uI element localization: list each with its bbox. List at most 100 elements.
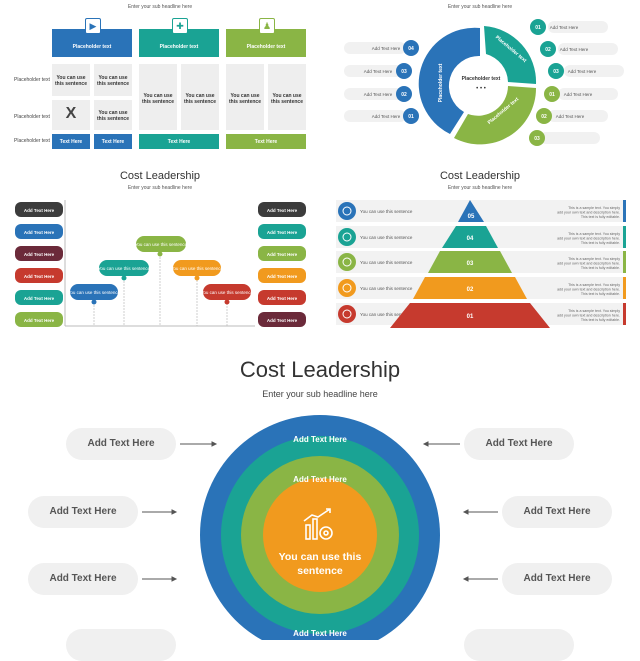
right-pill-text: Add Text Here <box>267 252 298 257</box>
signpost-icon: ✚ <box>172 18 188 34</box>
level-label: 01 <box>467 314 474 320</box>
right-item-text: Add Text Here <box>556 114 585 119</box>
footer-text: Text Here <box>167 139 191 145</box>
footer-bar: Text Here <box>52 134 90 149</box>
center-circle <box>457 59 505 107</box>
left-pill <box>15 290 63 305</box>
left-item-text: Add Text Here <box>364 69 393 74</box>
right-item-row <box>548 21 608 33</box>
level-label: 04 <box>467 236 474 242</box>
left-item-row <box>344 110 406 122</box>
left-item-text: Add Text Here <box>364 92 393 97</box>
left-pill-text: Add Text Here <box>24 274 55 279</box>
slide-4-title: Cost Leadership <box>439 170 521 182</box>
row-icon-glyph <box>342 309 352 319</box>
right-pill <box>258 246 306 261</box>
slide-4: Cost Leadership Enter your sub headline … <box>320 160 640 335</box>
right-pill-text: Add Text Here <box>267 274 298 279</box>
slide-3: Cost Leadership Enter your sub headline … <box>0 160 320 335</box>
row-icon <box>338 305 356 323</box>
badge-label: 03 <box>553 69 559 75</box>
megaphone-icon: ▶ <box>85 18 101 34</box>
ring-bottom-label: Add Text Here <box>293 629 347 638</box>
right-item-text: Add Text Here <box>485 438 553 449</box>
right-item-pill: Add Text Here <box>502 563 612 595</box>
bubble-text: You can use this sentence <box>201 290 254 295</box>
row-icon-glyph <box>342 257 352 267</box>
right-item-row <box>540 132 600 144</box>
column-2-header: ✚ Placeholder text <box>139 18 219 57</box>
left-pill-text: Add Text Here <box>24 208 55 213</box>
left-pill-text: Add Text Here <box>24 318 55 323</box>
row-icon <box>338 279 356 297</box>
left-item-row <box>344 65 406 77</box>
row-icon-glyph <box>342 232 352 242</box>
row-icon-glyph <box>342 283 352 293</box>
row-icon <box>338 253 356 271</box>
right-item-text: Add Text Here <box>550 25 579 30</box>
right-item-pill: Add Text Here <box>464 428 574 460</box>
segment-blue <box>418 27 480 135</box>
slide-2-subtitle: Enter your sub headline here <box>447 4 513 10</box>
cell: You can use this sentence <box>268 64 306 130</box>
badge-label: 04 <box>408 46 414 52</box>
row-text: You can use this sentence <box>360 286 413 291</box>
right-item-text: Add Text Here <box>564 92 593 97</box>
footer-bar: Text Here <box>94 134 132 149</box>
column-1-header-label: Placeholder text <box>72 44 112 50</box>
right-pill-text: Add Text Here <box>267 318 298 323</box>
row-icon <box>338 202 356 220</box>
cell: You can use this sentence <box>139 64 177 130</box>
cell-text: You can use this sentence <box>184 93 216 105</box>
left-pill-text: Add Text Here <box>24 296 55 301</box>
slide-1-subtitle: Enter your sub headline here <box>127 4 193 10</box>
right-item-text: Add Text Here <box>523 573 591 584</box>
center-text-2: sentence <box>297 565 343 577</box>
level-label: 02 <box>467 287 474 293</box>
right-item-text: Add Text Here <box>568 69 597 74</box>
right-pill <box>258 202 306 217</box>
right-pill-text: Add Text Here <box>267 296 298 301</box>
left-item-rows <box>344 42 406 122</box>
right-item-row <box>548 110 608 122</box>
slide-1: Enter your sub headline here ▶ Placehold… <box>0 0 320 160</box>
right-pill <box>258 268 306 283</box>
right-item-text: Add Text Here <box>523 506 591 517</box>
level-label: 03 <box>467 261 474 267</box>
right-item-row <box>558 43 618 55</box>
cell-text: You can use this sentence <box>55 75 87 87</box>
right-item-row <box>564 65 624 77</box>
left-item-text: Add Text Here <box>87 438 155 449</box>
center-label: Placeholder text <box>462 76 501 82</box>
pyramid-row <box>336 200 626 222</box>
cell-text: You can use this sentence <box>229 93 261 105</box>
segment-green <box>454 86 537 145</box>
cell-text: You can use this sentence <box>271 93 303 105</box>
right-pill <box>258 224 306 239</box>
badge-label: 02 <box>541 114 547 120</box>
left-pill-text: Add Text Here <box>24 252 55 257</box>
badge-label: 01 <box>535 25 541 31</box>
bubble-text: You can use this sentence <box>135 242 188 247</box>
pyramid-row-accent <box>623 251 626 273</box>
left-item-row <box>344 42 406 54</box>
cell: You can use this sentence <box>94 64 132 96</box>
right-pill-text: Add Text Here <box>267 208 298 213</box>
badge-label: 03 <box>534 136 540 142</box>
right-pill-text: Add Text Here <box>267 230 298 235</box>
row-label-2: Placeholder text <box>14 114 50 120</box>
slide-2: Enter your sub headline here <box>320 0 640 160</box>
pyramid-row-accent <box>623 303 626 325</box>
row-text: You can use this sentence <box>360 235 413 240</box>
level-label: 05 <box>468 214 475 220</box>
slide-3-title: Cost Leadership <box>119 170 201 182</box>
footer-bar: Text Here <box>226 134 306 149</box>
badge-label: 01 <box>549 92 555 98</box>
slide-5-subtitle: Enter your sub headline here <box>262 389 378 399</box>
pyramid-row-accent <box>623 277 626 299</box>
ring-top-label: Add Text Here <box>293 435 347 444</box>
